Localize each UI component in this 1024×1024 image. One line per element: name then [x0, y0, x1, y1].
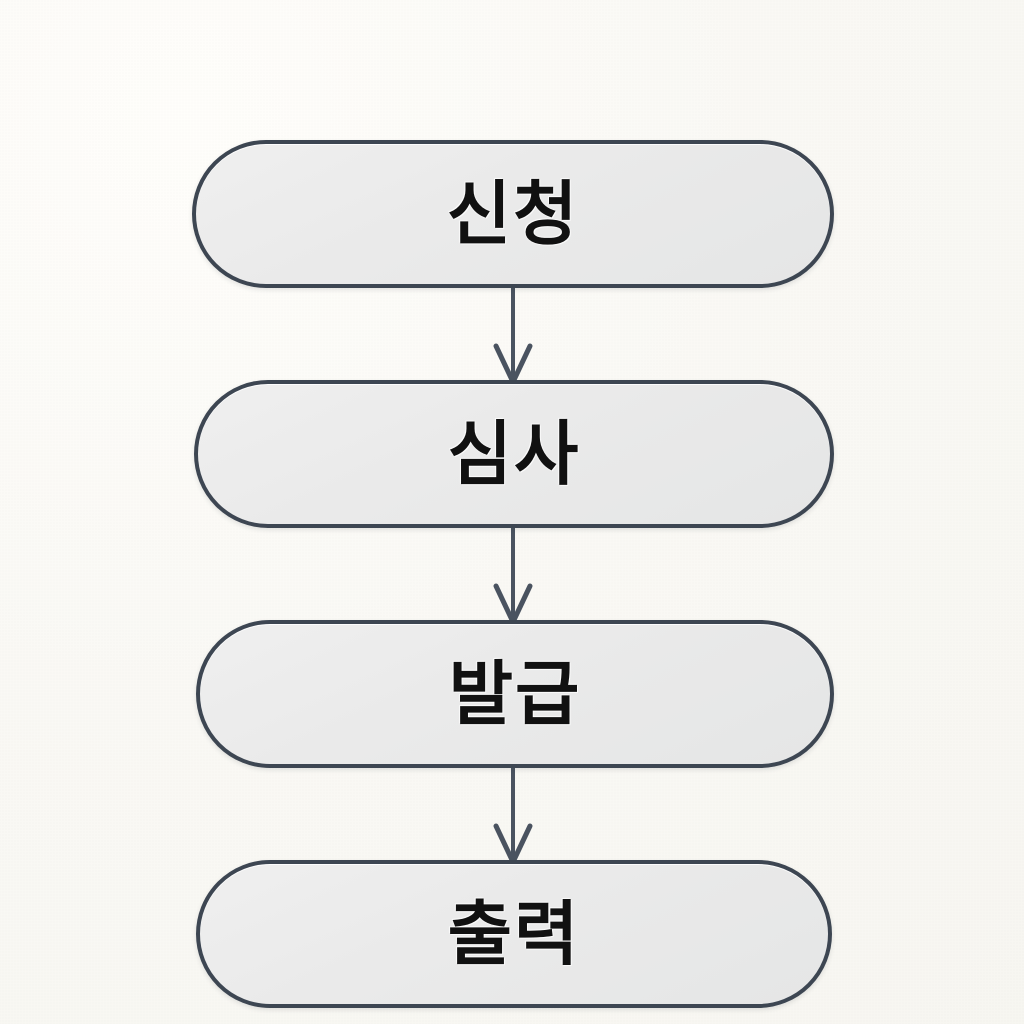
- flow-node-label: 신청: [446, 173, 580, 255]
- flow-node-label: 심사: [447, 413, 581, 495]
- flow-node-step-4[interactable]: 출력: [196, 860, 832, 1008]
- flow-connector-step-1-to-step-2: [493, 284, 533, 388]
- flow-connector-step-3-to-step-4: [493, 764, 533, 868]
- flow-node-label: 출력: [447, 893, 581, 975]
- flow-node-step-1[interactable]: 신청: [192, 140, 834, 288]
- flow-node-step-3[interactable]: 발급: [196, 620, 834, 768]
- flow-node-step-2[interactable]: 심사: [194, 380, 834, 528]
- flow-node-label: 발급: [448, 653, 582, 735]
- flow-connector-step-2-to-step-3: [493, 524, 533, 628]
